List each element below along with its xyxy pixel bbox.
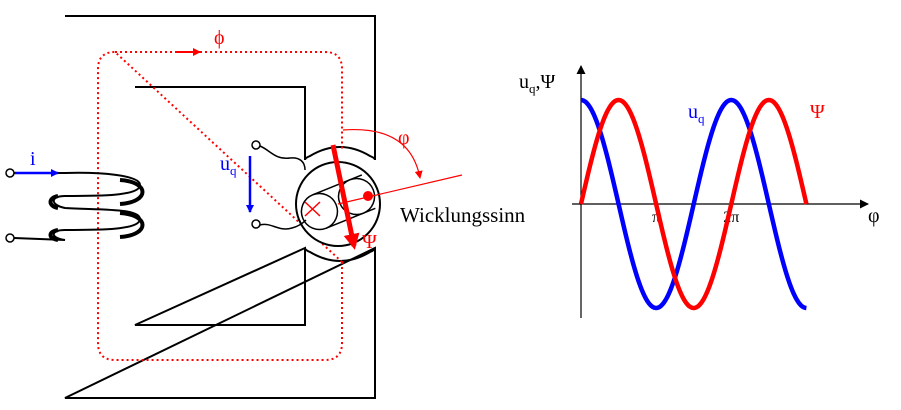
current-label: i [30, 148, 36, 170]
angle-label: φ [398, 127, 410, 149]
linkage-arrow [330, 144, 360, 250]
flux-path [97, 50, 343, 361]
magnetic-core [64, 15, 376, 399]
series-label-uq: uq [688, 101, 705, 126]
core-outer-outline [64, 15, 376, 399]
lower-pole-shoe [304, 247, 376, 262]
series-line-uq [580, 97, 808, 311]
winding-sense-label: Wicklungssinn [400, 203, 526, 227]
rotor-leads [259, 145, 307, 230]
flux-label: ϕ [214, 27, 225, 49]
series-label-psi: Ψ [810, 101, 825, 123]
terminal-bottom-left [5, 233, 15, 243]
voltage-label: uq [220, 153, 237, 178]
terminal-uq-bottom [251, 219, 261, 229]
dot-mark [363, 191, 373, 201]
angle-arc [342, 128, 423, 179]
angle-reference-line [337, 174, 463, 205]
x-tick-label-0: π [652, 209, 660, 226]
linkage-label: Ψ [362, 231, 377, 253]
upper-pole-shoe [304, 146, 376, 161]
core-inner-outline [134, 86, 306, 326]
excitation-coil [13, 171, 145, 242]
x-axis-label: φ [868, 205, 880, 227]
y-axis-label: uq,Ψ [519, 71, 556, 96]
terminal-uq-top [251, 140, 261, 150]
series-line-psi [578, 97, 809, 311]
cross-mark [304, 201, 321, 217]
terminal-top-left [5, 168, 15, 178]
